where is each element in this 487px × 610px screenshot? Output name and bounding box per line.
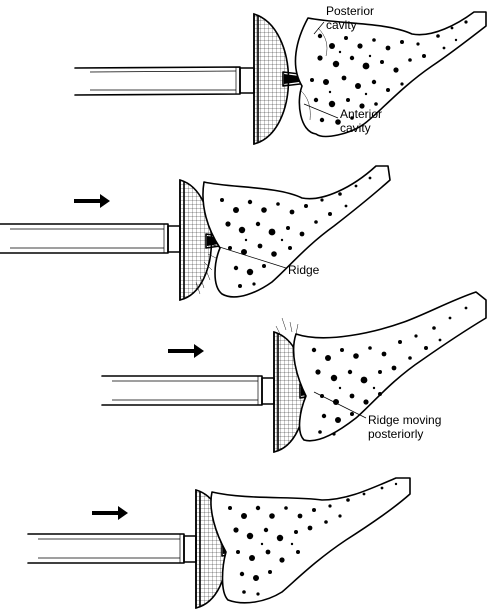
panel-1: Posterior cavity Anterior cavity <box>74 4 487 146</box>
bone-pores-3 <box>311 306 468 436</box>
bone-outline-2 <box>202 165 391 298</box>
ridge-moving-label: Ridge moving <box>368 413 441 427</box>
bone-outline-3 <box>292 291 487 442</box>
bone-pores-2 <box>220 176 372 288</box>
arrow-right-icon-3 <box>92 506 128 520</box>
posterior-cavity-leader <box>313 21 325 35</box>
bone-2 <box>202 165 391 298</box>
instrument-2 <box>0 178 223 302</box>
bone-outline-1 <box>294 11 487 138</box>
anterior-cavity-label-2: cavity <box>340 121 371 135</box>
panel-4 <box>27 477 411 610</box>
shaft-4 <box>27 533 185 564</box>
anterior-cavity-label: Anterior <box>340 107 382 121</box>
arrow-right-icon <box>74 194 110 208</box>
bone-pores-4 <box>228 482 398 596</box>
collar-1 <box>239 67 255 94</box>
posterior-cavity-label: Posterior <box>326 4 374 18</box>
collar-3 <box>261 377 275 405</box>
bone-1 <box>294 11 487 138</box>
bone-pores-1 <box>310 20 468 125</box>
collar-2 <box>167 225 181 253</box>
shaft-2 <box>0 223 169 254</box>
posterior-cavity-label-2: cavity <box>326 18 357 32</box>
panel-3: Ridge moving posteriorly <box>101 291 487 454</box>
ridge-moving-leader <box>313 391 367 419</box>
ridge-moving-label-2: posteriorly <box>368 427 423 441</box>
instrument-3 <box>101 317 317 454</box>
instrument-1 <box>74 12 303 146</box>
bone-4 <box>210 477 411 604</box>
chips-3 <box>275 317 299 335</box>
ridge-leader <box>209 243 287 269</box>
arrow-right-icon-2 <box>168 344 204 358</box>
anterior-cavity-leader <box>303 103 339 119</box>
bone-outline-4 <box>210 477 411 604</box>
collar-4 <box>183 535 197 563</box>
panel-2: Ridge <box>0 165 391 302</box>
bone-3 <box>292 291 487 442</box>
instrument-4 <box>27 488 239 610</box>
shaft-3 <box>101 375 263 406</box>
ridge-label: Ridge <box>288 263 320 277</box>
